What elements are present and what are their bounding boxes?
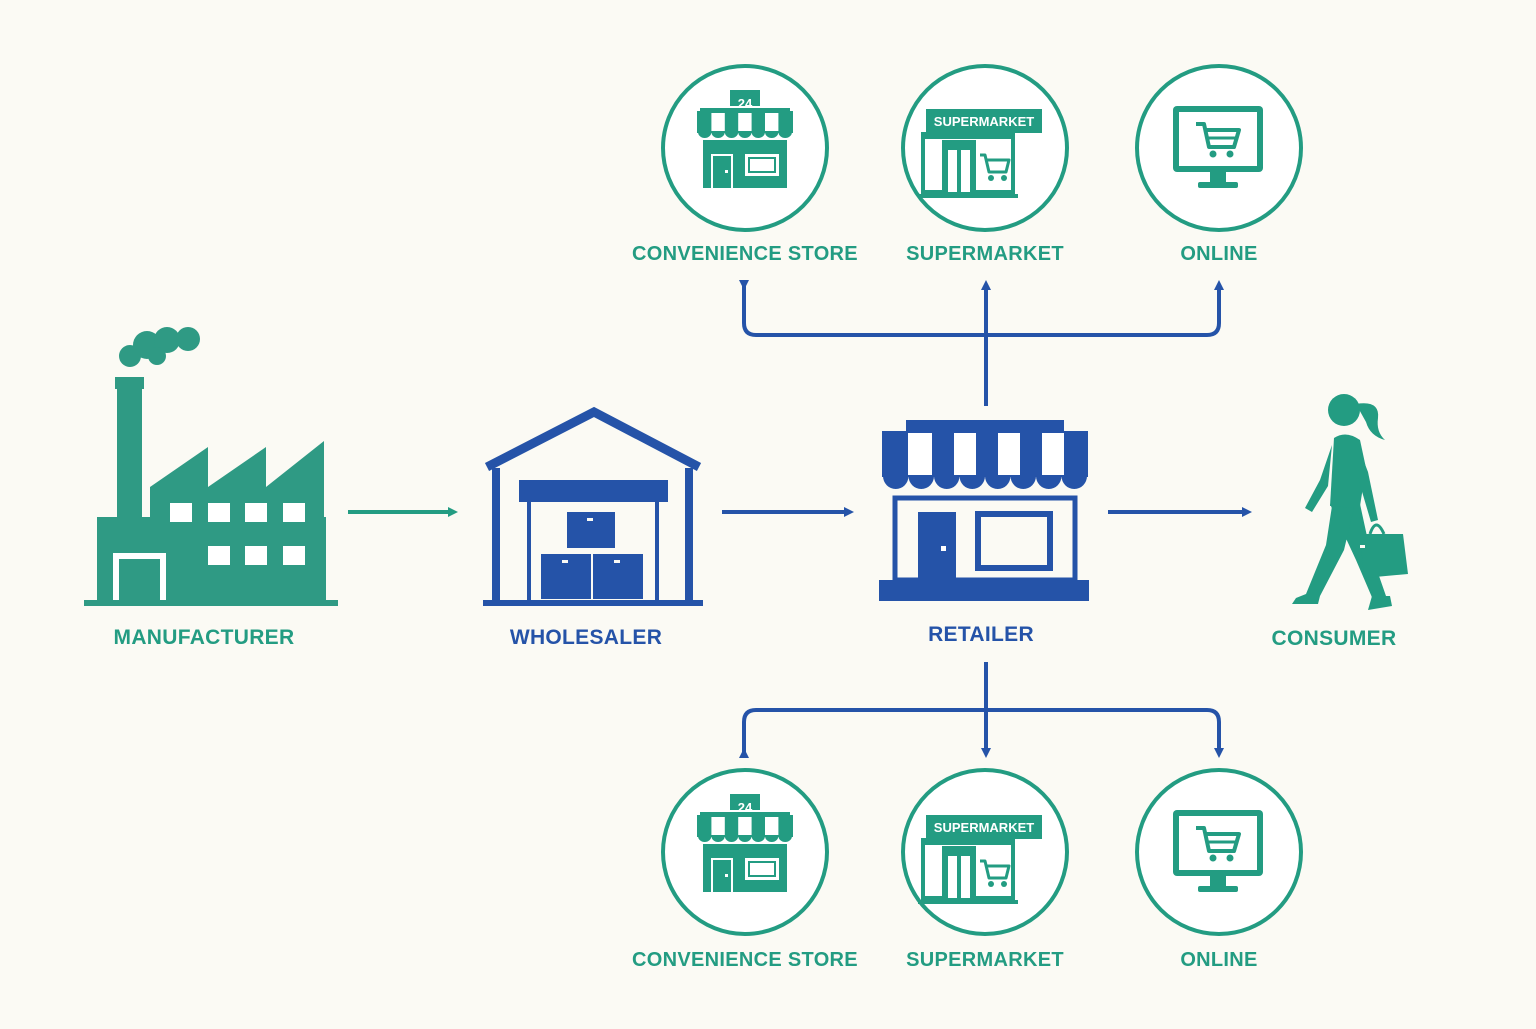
channel-label-supermarket-bottom: SUPERMARKET <box>906 949 1064 971</box>
branch-down-connector <box>739 662 1224 758</box>
manufacturer-label: MANUFACTURER <box>113 626 295 649</box>
channel-label-online-top: ONLINE <box>1180 243 1258 265</box>
storefront-icon <box>879 420 1089 601</box>
supermarket-sign-text: SUPERMARKET <box>934 114 1034 129</box>
channel-label-convenience-store-top: CONVENIENCE STORE <box>632 243 858 265</box>
supermarket-sign-text: SUPERMARKET <box>934 820 1034 835</box>
channel-label-convenience-store-bottom: CONVENIENCE STORE <box>632 949 858 971</box>
channel-label-supermarket-top: SUPERMARKET <box>906 243 1064 265</box>
badge-24: 24 <box>738 96 753 111</box>
retailer-label: RETAILER <box>928 623 1034 646</box>
branch-up-connector <box>739 280 1224 406</box>
consumer-label: CONSUMER <box>1271 627 1397 650</box>
badge-24: 24 <box>738 800 753 815</box>
channel-circle-convenience-store-top: 24 <box>661 64 829 232</box>
warehouse-icon <box>483 406 703 606</box>
channel-circle-online-top <box>1135 64 1303 232</box>
channel-circle-convenience-store-bottom: 24 <box>661 768 829 936</box>
channel-circle-supermarket-bottom: SUPERMARKET <box>901 768 1069 936</box>
factory-door <box>119 559 160 600</box>
channel-circle-online-bottom <box>1135 768 1303 936</box>
channel-circle-supermarket-top: SUPERMARKET <box>901 64 1069 232</box>
wholesaler-label: WHOLESALER <box>509 626 663 649</box>
channel-label-online-bottom: ONLINE <box>1180 949 1258 971</box>
shopper-icon <box>1292 394 1408 610</box>
